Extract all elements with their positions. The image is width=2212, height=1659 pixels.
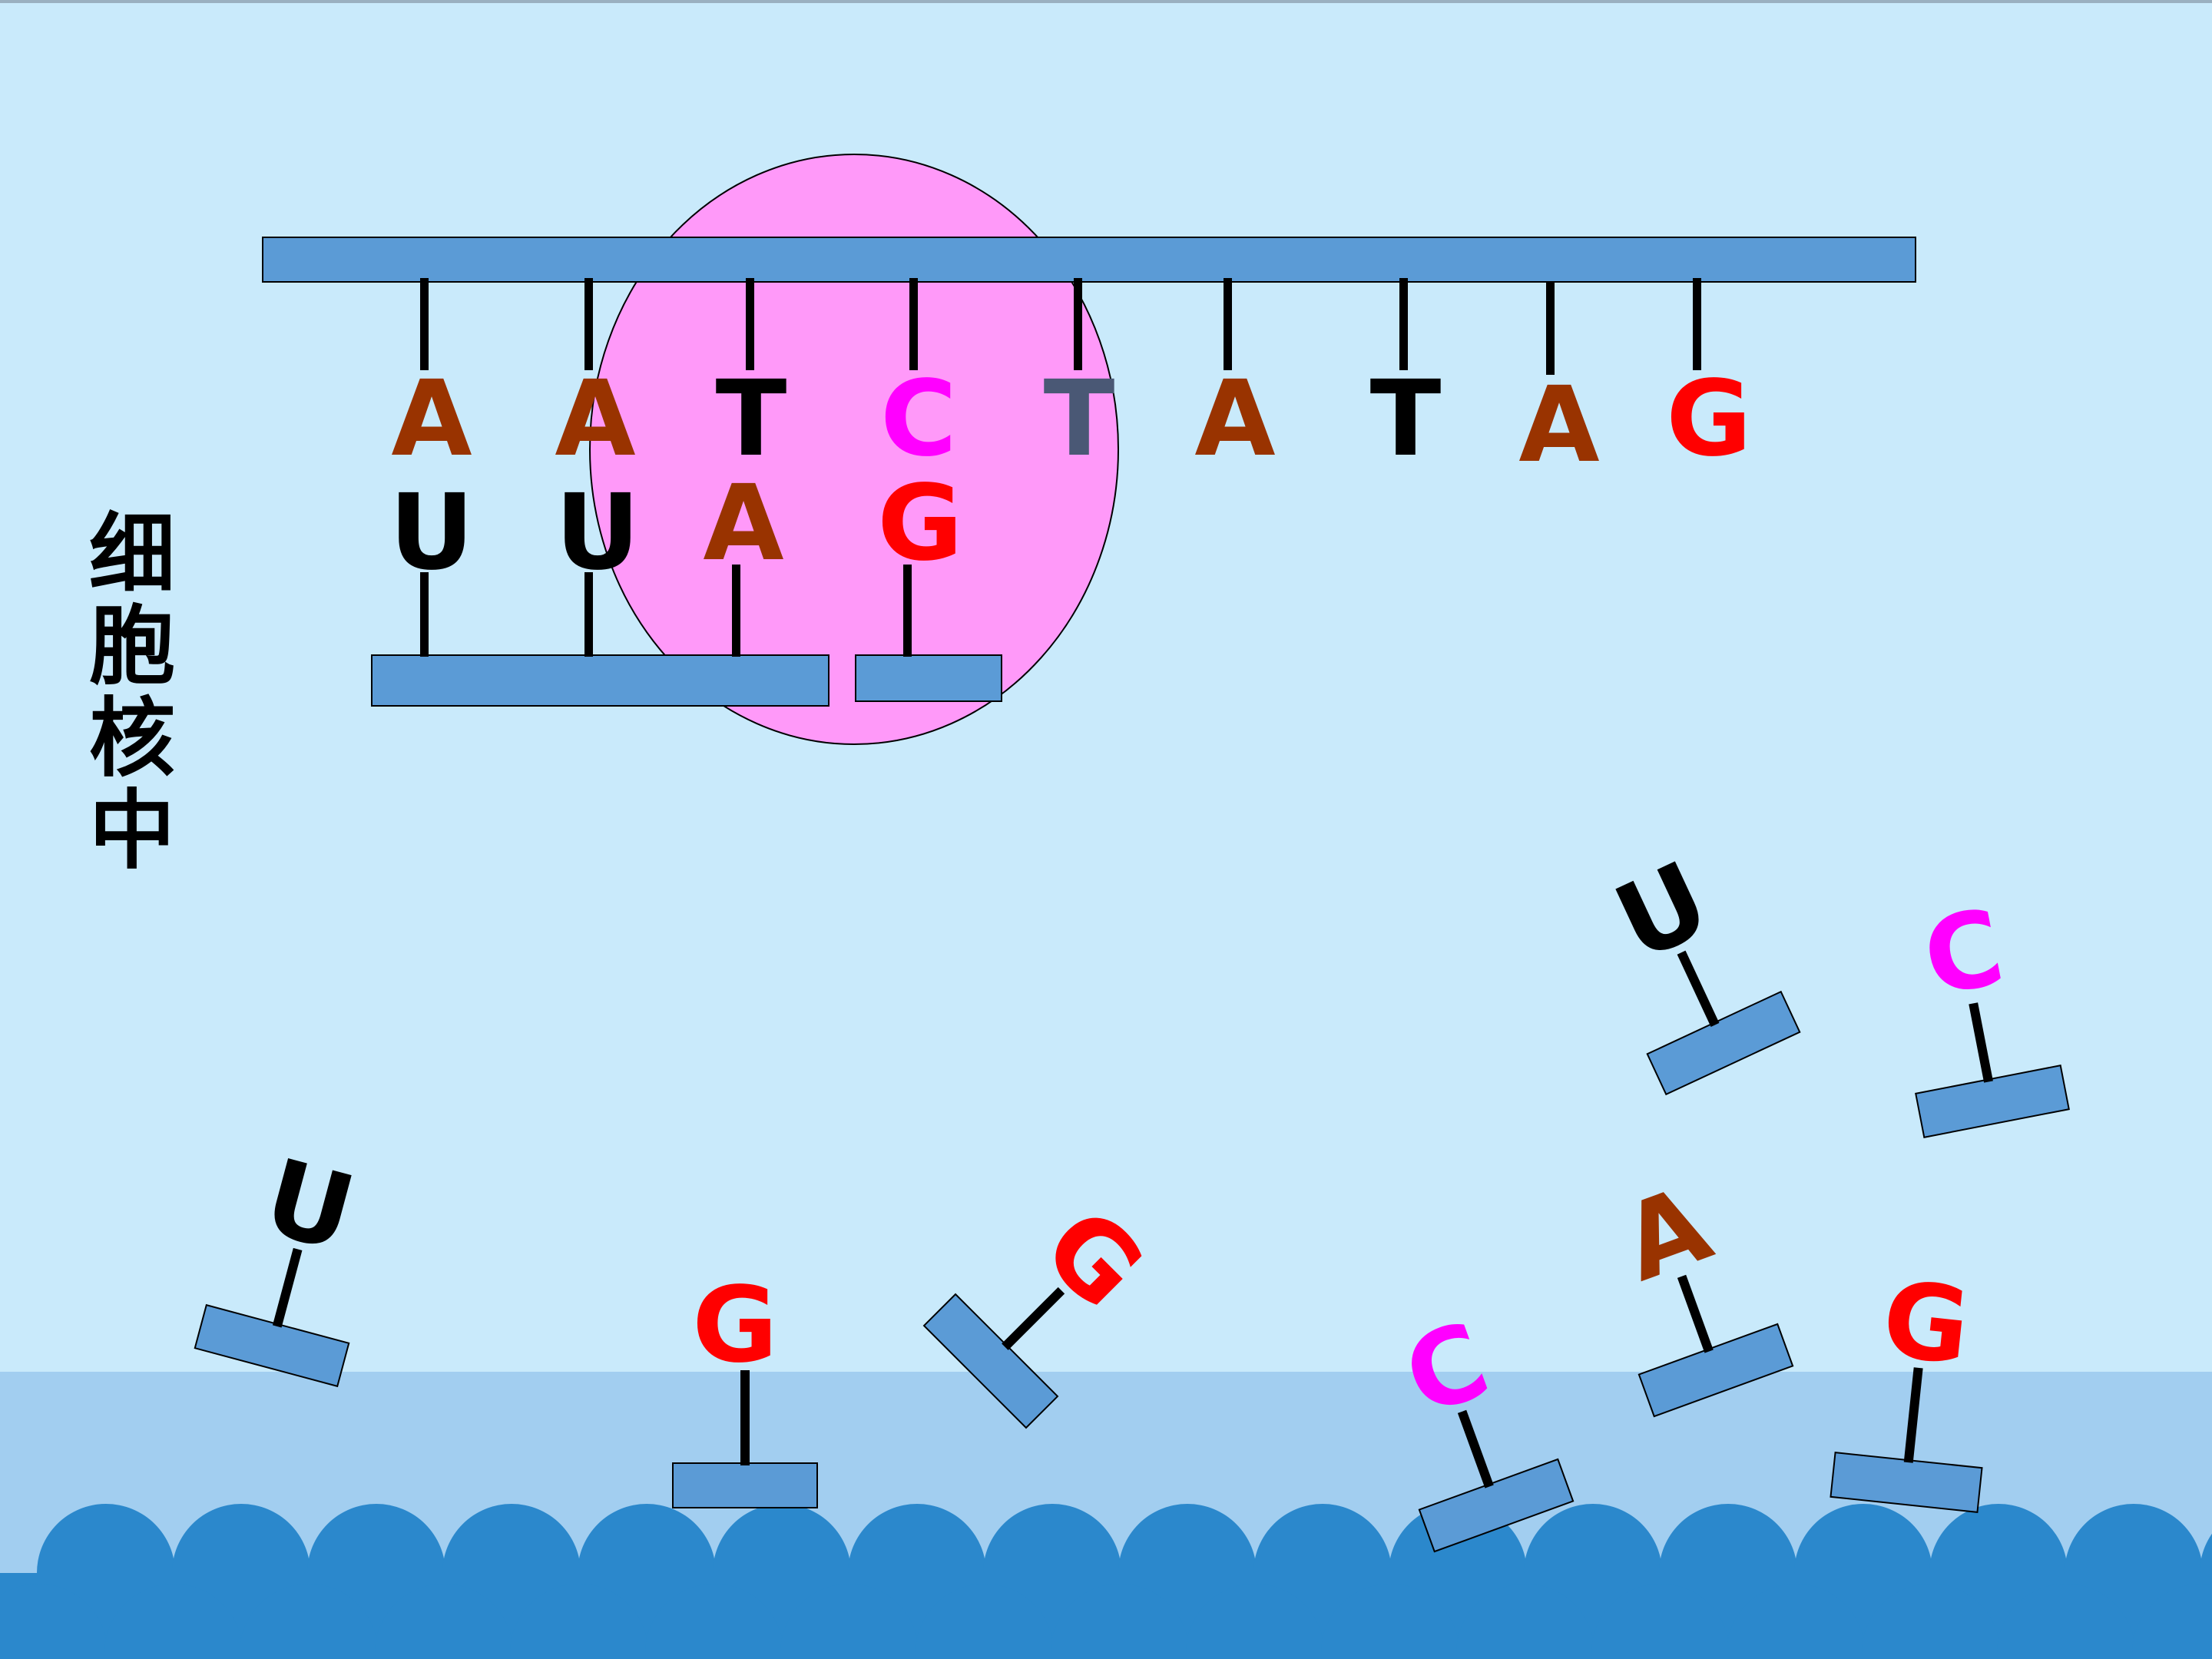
nucleus-ellipse bbox=[589, 154, 1119, 745]
label-char-3: 核 bbox=[89, 688, 175, 789]
dna-base-letter: T bbox=[1370, 359, 1442, 480]
dna-strand: A A T C T A T A bbox=[391, 278, 1752, 486]
scallop bbox=[510, 1584, 648, 1659]
dna-base-letter: A bbox=[1518, 365, 1599, 486]
dna-backbone bbox=[262, 237, 1916, 283]
scallop bbox=[1997, 1584, 2135, 1659]
rna-backbone-segment bbox=[855, 654, 1002, 702]
dna-base-8: A bbox=[1518, 283, 1600, 486]
free-nucleotide-g3: G bbox=[1830, 1259, 1983, 1513]
label-char-4: 中 bbox=[89, 780, 175, 881]
dna-base-letter: C bbox=[880, 359, 957, 480]
dna-base-4: C bbox=[880, 278, 957, 480]
dna-base-9: G bbox=[1666, 278, 1752, 480]
rna-base-4: G bbox=[877, 463, 963, 657]
dna-base-7: T bbox=[1370, 278, 1442, 480]
scallop bbox=[1591, 1584, 1730, 1659]
scallop bbox=[375, 1584, 513, 1659]
dna-base-2: A bbox=[555, 278, 636, 480]
label-char-1: 细 bbox=[89, 504, 175, 604]
dna-base-letter: T bbox=[1044, 359, 1115, 480]
dna-base-letter: T bbox=[716, 359, 787, 480]
top-border bbox=[0, 0, 2212, 3]
label-char-2: 胞 bbox=[89, 596, 175, 697]
rna-base-3: A bbox=[703, 463, 784, 657]
scallop bbox=[1727, 1584, 1865, 1659]
rna-base-1: U bbox=[389, 472, 474, 657]
rna-base-letter: U bbox=[389, 472, 474, 594]
rna-base-letter: G bbox=[877, 463, 963, 584]
scallop bbox=[1456, 1584, 1594, 1659]
scallop bbox=[1051, 1584, 1189, 1659]
dna-base-6: A bbox=[1194, 278, 1276, 480]
scallop bbox=[1321, 1584, 1459, 1659]
dna-base-5: T bbox=[1044, 278, 1115, 480]
scallop bbox=[916, 1584, 1054, 1659]
scallop bbox=[2132, 1584, 2212, 1659]
free-nucleotides: U G G C A G U bbox=[194, 839, 2070, 1553]
rna-strand: U U A G bbox=[371, 463, 1002, 707]
dna-base-letter: A bbox=[555, 359, 635, 480]
scallop-row bbox=[0, 1504, 2212, 1659]
dna-base-3: T bbox=[716, 278, 787, 480]
scallop bbox=[645, 1584, 783, 1659]
dna-base-letter: A bbox=[391, 359, 472, 480]
rna-base-letter: U bbox=[555, 472, 640, 594]
rna-base-letter: A bbox=[703, 463, 783, 584]
free-nucleotide-g1: G bbox=[672, 1265, 818, 1508]
dna-base-letter: A bbox=[1194, 359, 1275, 480]
scallop bbox=[1186, 1584, 1324, 1659]
free-nucleotide-letter: G bbox=[1877, 1259, 1975, 1389]
dna-base-letter: G bbox=[1666, 359, 1752, 480]
scallop bbox=[0, 1584, 108, 1659]
scallop bbox=[780, 1584, 919, 1659]
dna-base-1: A bbox=[391, 278, 472, 480]
rna-base-2: U bbox=[555, 472, 640, 657]
scallop bbox=[240, 1584, 378, 1659]
scallop bbox=[104, 1584, 243, 1659]
rna-backbone bbox=[371, 654, 830, 707]
free-nucleotide-letter: G bbox=[692, 1265, 778, 1386]
nucleus-label: 细 胞 核 中 bbox=[89, 504, 175, 881]
scallop bbox=[1862, 1584, 2000, 1659]
